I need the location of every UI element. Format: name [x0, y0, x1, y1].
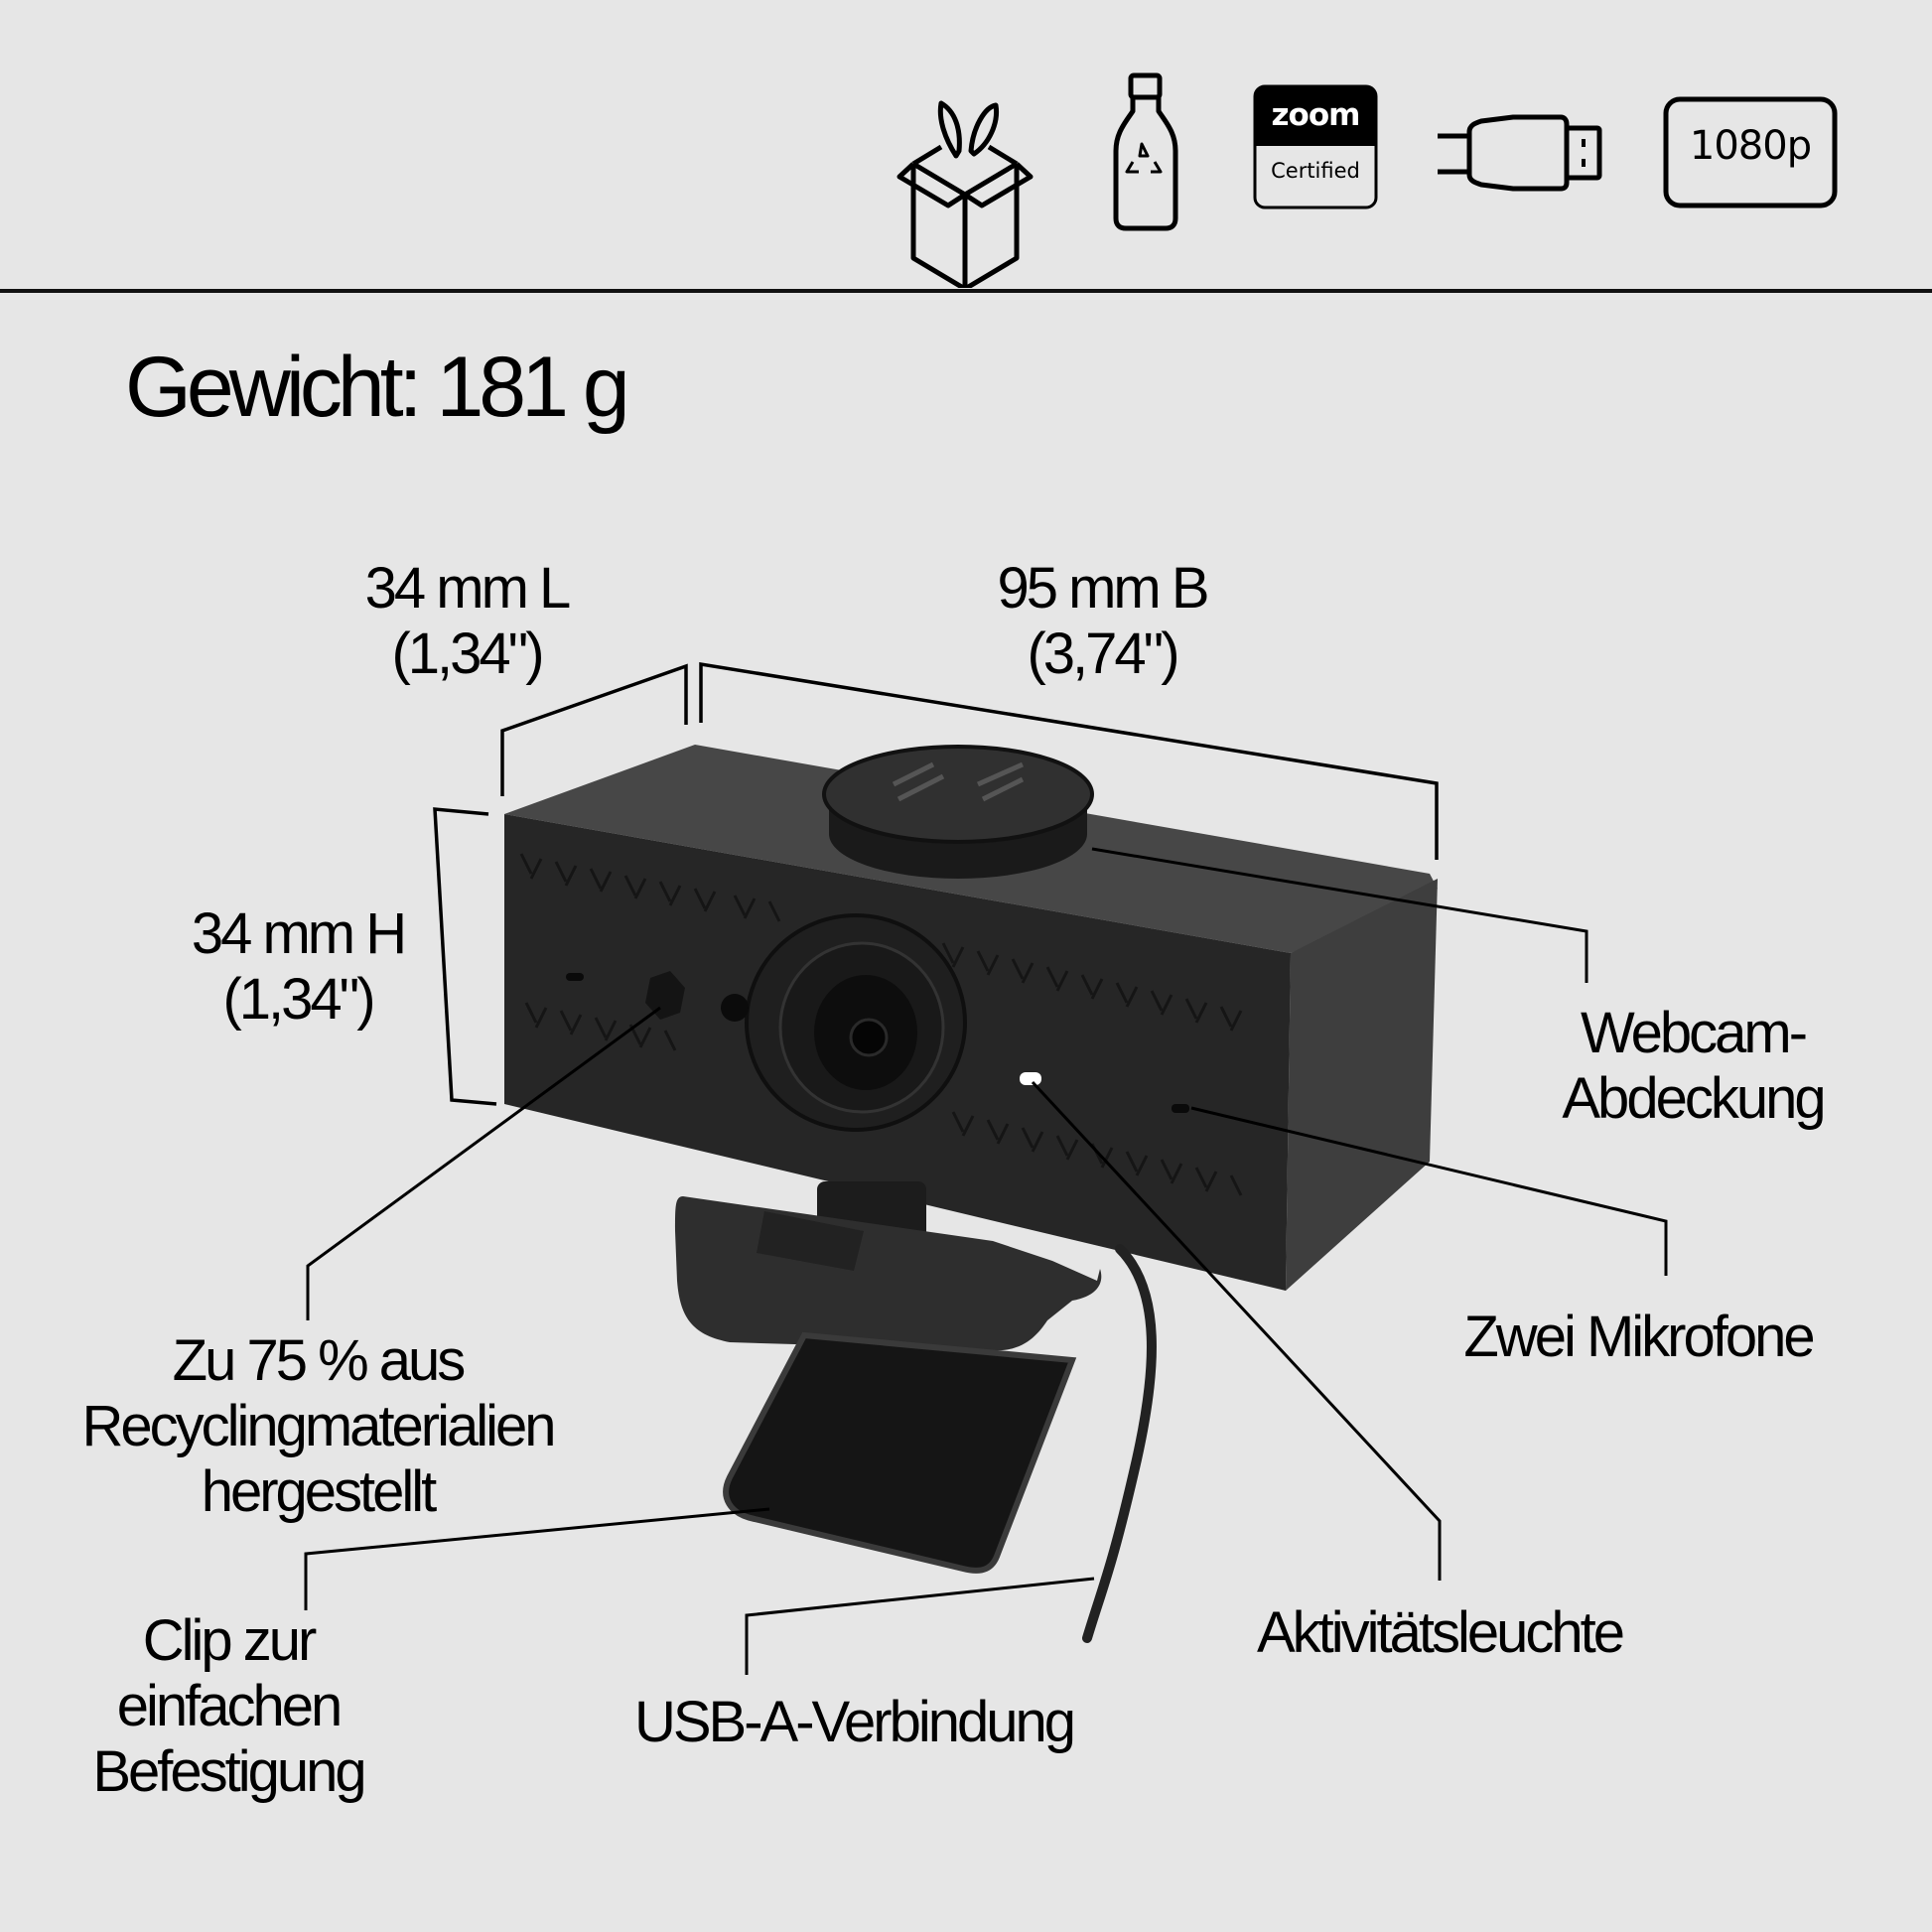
eco-packaging-icon	[897, 100, 1034, 288]
recycled-bottle-icon	[1113, 72, 1178, 231]
length-dimension-metric: 34 mm L	[364, 556, 572, 621]
callout-usb-a-connection: USB-A-Verbindung	[633, 1690, 1076, 1754]
callout-recycled-materials: Zu 75 % aus Recyclingmaterialien hergest…	[81, 1328, 556, 1524]
dimension-lines	[433, 661, 1439, 1106]
callout-activity-light: Aktivitätsleuchte	[1256, 1600, 1625, 1665]
height-dimension-imperial: (1,34")	[222, 967, 375, 1032]
usb-cable	[1082, 1244, 1157, 1643]
width-dimension-imperial: (3,74")	[1027, 621, 1179, 686]
usb-a-plug-icon	[1438, 114, 1602, 192]
height-dimension-metric: 34 mm H	[191, 901, 407, 966]
zoom-badge-bottom-text: Certified	[1271, 159, 1360, 183]
section-divider	[0, 289, 1932, 293]
microphone-port	[1172, 1104, 1189, 1113]
callout-mounting-clip: Clip zur einfachen Befestigung	[92, 1608, 366, 1804]
lens-ring	[745, 913, 967, 1132]
zoom-badge-top-text: zoom	[1271, 97, 1361, 133]
clip-lower	[723, 1331, 1077, 1574]
clip-upper	[675, 1196, 1102, 1351]
webcam-illustration	[504, 745, 1438, 1643]
width-dimension-metric: 95 mm B	[997, 556, 1209, 621]
callout-lines	[304, 847, 1668, 1675]
resolution-badge-text: 1080p	[1689, 123, 1812, 169]
ir-sensor	[645, 971, 685, 1020]
privacy-cover	[829, 789, 1087, 879]
length-dimension-imperial: (1,34")	[391, 621, 544, 686]
callout-dual-microphones: Zwei Mikrofone	[1463, 1305, 1815, 1369]
callout-privacy-cover: Webcam- Abdeckung	[1562, 1001, 1826, 1131]
activity-led	[1020, 1072, 1041, 1085]
weight-spec: Gewicht: 181 g	[125, 340, 630, 435]
